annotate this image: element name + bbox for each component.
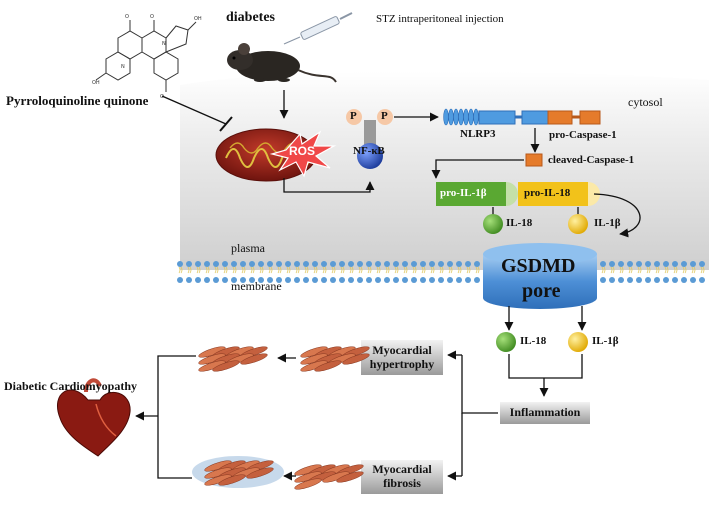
pro-il1b-label: pro-IL-1β	[440, 187, 487, 199]
pqq-structure-icon	[95, 20, 197, 92]
il18-in-label: IL-18	[506, 217, 533, 229]
hypertrophy-line-1: Myocardial	[372, 342, 432, 357]
fibrosis-cells-icon	[192, 456, 364, 490]
pro-il18-box	[518, 182, 588, 206]
cytosol-label: cytosol	[628, 95, 663, 109]
plasma-label: plasma	[231, 241, 265, 255]
svg-text:N: N	[162, 41, 166, 47]
svg-text:O: O	[150, 14, 154, 20]
dcm-label: Diabetic Cardiomyopathy	[4, 379, 137, 393]
hypertrophy-line-2: hypertrophy	[369, 356, 435, 371]
fibrosis-text: Myocardial fibrosis	[361, 460, 443, 494]
pro-il1b-box	[436, 182, 506, 206]
p-circle-1	[346, 109, 362, 125]
plasma-membrane	[177, 261, 705, 283]
svg-text:OH: OH	[194, 16, 202, 22]
svg-text:O: O	[160, 94, 164, 100]
inflammation-box	[500, 402, 590, 424]
il18-ball-out	[496, 332, 516, 352]
cleaved-caspase-block	[525, 153, 543, 167]
pqq-inhibit-line	[161, 95, 227, 125]
myocardial-hypertrophy-box	[361, 340, 443, 375]
p-circle-2	[377, 109, 393, 125]
p-label-1: P	[350, 110, 357, 122]
fibrosis-line-2: fibrosis	[383, 476, 421, 490]
il1b-ball-in	[568, 214, 588, 234]
syringe-icon	[283, 12, 353, 45]
cleaved-caspase-label: cleaved-Caspase-1	[548, 154, 635, 166]
svg-text:OH: OH	[92, 80, 100, 86]
fibrosis-line-1: Myocardial	[372, 462, 432, 477]
pro-caspase-label: pro-Caspase-1	[549, 129, 617, 141]
gsdmd-pore-icon	[483, 243, 597, 309]
nfkb-label: NF-κB	[353, 145, 385, 157]
p-label-2: P	[381, 110, 388, 122]
injection-label: STZ intraperitoneal injection	[376, 13, 504, 25]
membrane-label: membrane	[231, 279, 282, 293]
il1b-in-label: IL-1β	[594, 217, 621, 229]
il18-ball-in	[483, 214, 503, 234]
il1b-out-label: IL-1β	[592, 335, 619, 347]
svg-text:O: O	[125, 14, 129, 20]
mouse-icon	[227, 43, 337, 83]
svg-text:N: N	[121, 64, 125, 70]
nlrp3-label: NLRP3	[460, 128, 496, 140]
gsdmd-label: GSDMD	[501, 255, 576, 277]
hypertrophy-cells-icon	[198, 346, 370, 372]
ros-burst-icon	[269, 130, 337, 178]
heart-icon	[57, 378, 131, 457]
inflammation-text: Inflammation	[500, 402, 590, 424]
myocardial-fibrosis-box	[361, 460, 443, 494]
nfkb-circle	[357, 143, 383, 169]
hypertrophy-text: Myocardial hypertrophy	[361, 340, 443, 375]
pqq-label: Pyrroloquinoline quinone	[6, 93, 149, 108]
ros-label: ROS	[289, 144, 316, 158]
inflammation-label: Inflammation	[509, 405, 581, 420]
il1b-ball-out	[568, 332, 588, 352]
nlrp3-complex-icon	[443, 108, 601, 126]
nfkb-stem	[364, 120, 376, 150]
il18-out-label: IL-18	[520, 335, 547, 347]
pro-il18-label: pro-IL-18	[524, 187, 571, 199]
pore-label: pore	[522, 280, 561, 302]
diabetes-label: diabetes	[226, 10, 275, 25]
